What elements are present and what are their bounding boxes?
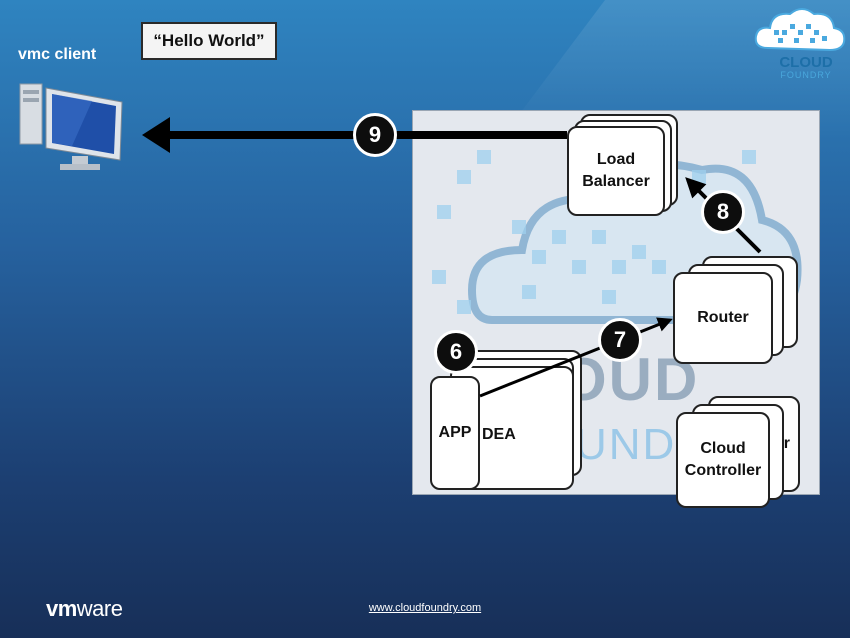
app-label: APP — [438, 424, 472, 441]
vmware-logo-light: ware — [76, 596, 123, 621]
vmc-client-label: vmc client — [18, 46, 97, 63]
computer-icon — [19, 83, 123, 170]
arrow-9-head — [142, 117, 170, 153]
app-card[interactable]: APP — [430, 376, 480, 490]
load-balancer-card[interactable]: Load Balancer — [567, 126, 665, 216]
cloud-controller-label: Cloud Controller — [684, 440, 762, 479]
step-6-badge: 6 — [434, 330, 478, 374]
load-balancer-label: Load Balancer — [582, 151, 650, 190]
router-label: Router — [697, 309, 749, 326]
step-9-badge: 9 — [353, 113, 397, 157]
watermark-line2: UND — [575, 420, 677, 469]
cloud-controller-card[interactable]: Cloud Controller — [676, 412, 770, 508]
dea-label: DEA — [482, 426, 516, 443]
hello-world-message: “Hello World” — [141, 22, 277, 60]
logo-line2: FOUNDRY — [780, 70, 832, 80]
step-7-badge: 7 — [598, 318, 642, 362]
footer-url-link[interactable]: www.cloudfoundry.com — [368, 602, 482, 614]
router-card[interactable]: Router — [673, 272, 773, 364]
vmware-logo-bold: vm — [46, 596, 77, 621]
step-8-badge: 8 — [701, 190, 745, 234]
logo-line1: CLOUD — [779, 54, 833, 71]
vmware-logo: vmware — [46, 596, 123, 622]
cloud-foundry-logo-icon — [754, 8, 846, 52]
cloud-controller-back-fragment: r — [783, 435, 790, 452]
arrow-7-line — [479, 317, 673, 398]
